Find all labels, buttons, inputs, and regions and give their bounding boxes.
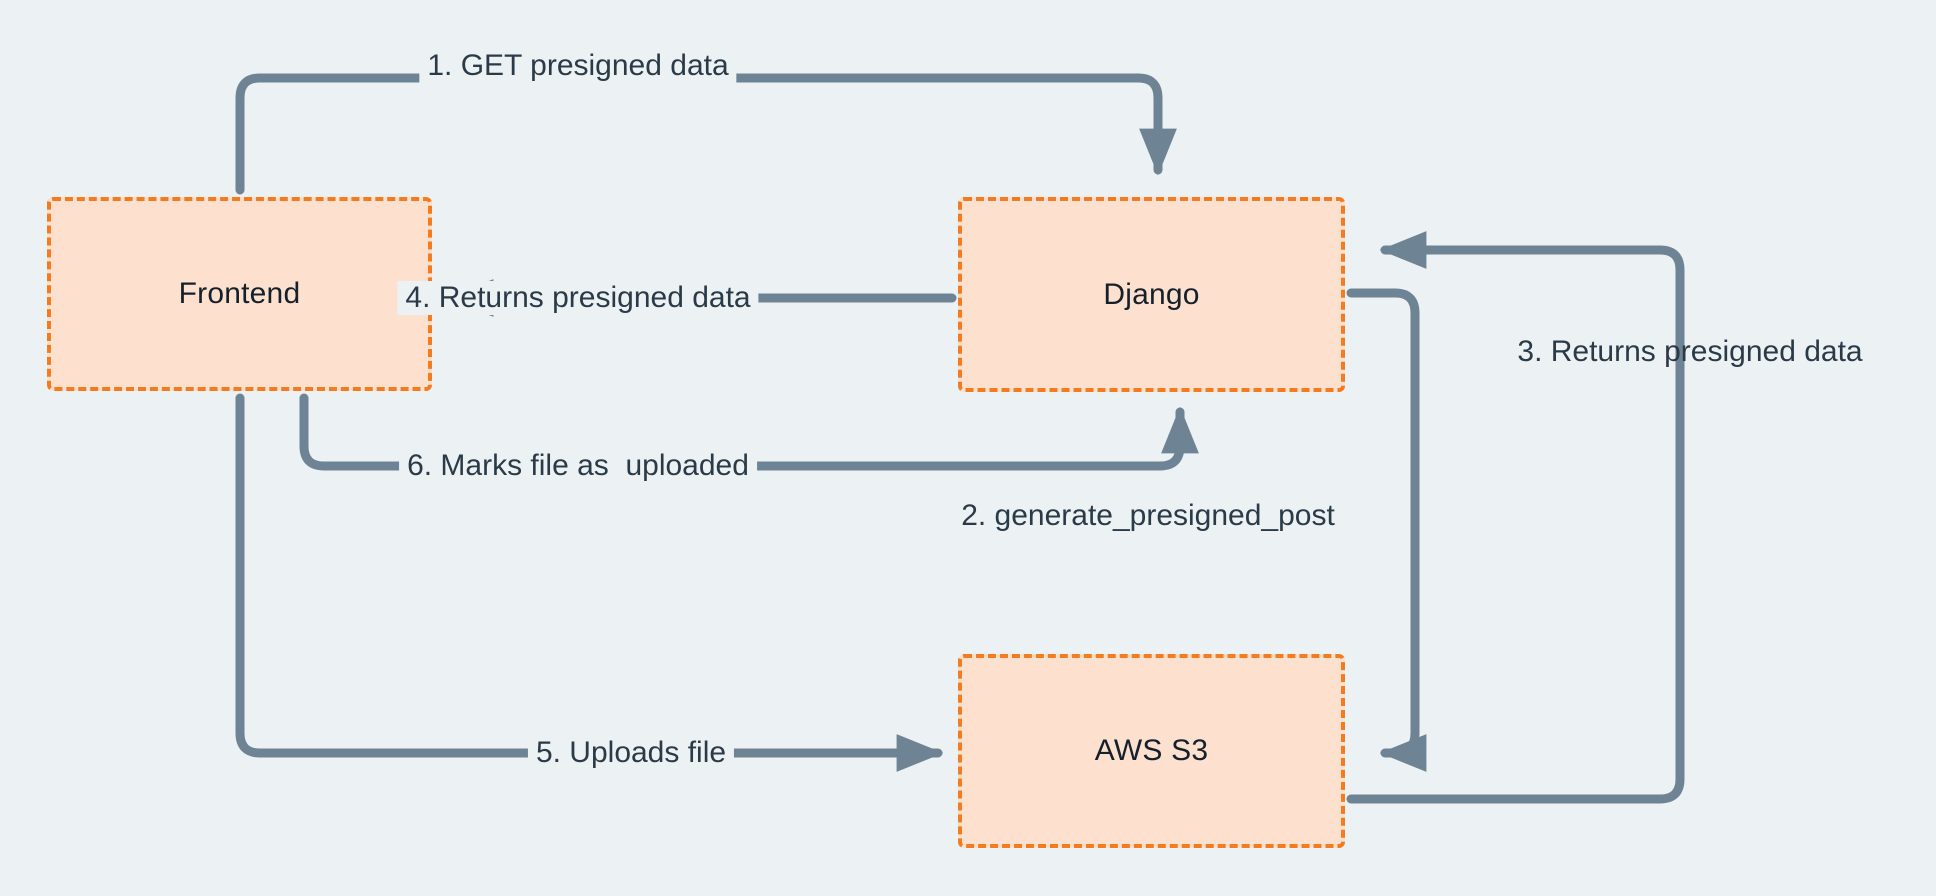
node-aws-s3[interactable]: AWS S3	[958, 654, 1345, 848]
edge-label-5: 5. Uploads file	[527, 736, 735, 770]
edge-label-3: 3. Returns presigned data	[1517, 335, 1863, 368]
edge-label-4: 4. Returns presigned data	[397, 281, 759, 315]
edge-path-1	[235, 73, 1177, 195]
edge-path-3	[1346, 231, 1685, 804]
edge-label-2: 2. generate_presigned_post	[961, 499, 1335, 532]
node-django-label: Django	[1103, 277, 1200, 311]
node-django[interactable]: Django	[958, 197, 1345, 392]
edge-path-5	[235, 393, 944, 772]
node-frontend[interactable]: Frontend	[47, 197, 432, 391]
edge-label-6: 6. Marks file as uploaded	[399, 449, 757, 483]
edge-path-2	[1346, 288, 1427, 772]
node-aws-s3-label: AWS S3	[1094, 734, 1209, 767]
node-frontend-label: Frontend	[178, 277, 301, 310]
edge-label-1: 1. GET presigned data	[419, 49, 737, 83]
